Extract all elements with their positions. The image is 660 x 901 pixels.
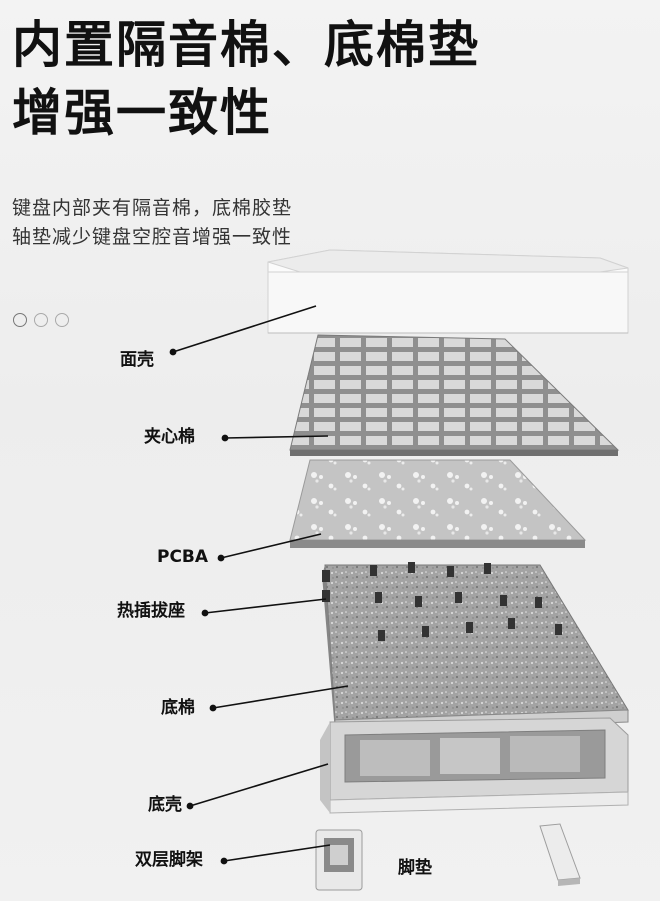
pcba-layer <box>289 459 587 548</box>
top-case-layer <box>267 249 629 334</box>
carousel-indicator <box>13 313 69 327</box>
carousel-dot-3[interactable] <box>55 313 69 327</box>
leader-lines <box>169 305 349 865</box>
hotswap-sockets <box>322 562 562 641</box>
label-pcba: PCBA <box>157 547 209 567</box>
label-foot-pad: 脚垫 <box>398 858 432 878</box>
label-top-case: 面壳 <box>120 350 154 370</box>
label-dual-stand: 双层脚架 <box>135 850 203 870</box>
carousel-dot-2[interactable] <box>34 313 48 327</box>
dual-stand-part <box>315 829 363 891</box>
bottom-case-layer <box>320 717 629 814</box>
label-sandwich-foam: 夹心棉 <box>144 427 195 447</box>
carousel-dot-1[interactable] <box>13 313 27 327</box>
bottom-foam-layer <box>322 564 629 733</box>
title-line-2: 增强一致性 <box>12 84 272 142</box>
sandwich-foam-layer <box>289 334 620 456</box>
title-line-1: 内置隔音棉、底棉垫 <box>12 16 480 74</box>
subtitle-line-2: 轴垫减少键盘空腔音增强一致性 <box>12 226 293 248</box>
label-bottom-case: 底壳 <box>148 795 182 815</box>
subtitle-line-1: 键盘内部夹有隔音棉，底棉胶垫 <box>12 197 293 219</box>
foot-pad-part <box>539 823 581 886</box>
label-bottom-foam: 底棉 <box>161 698 195 718</box>
label-hotswap-socket: 热插拔座 <box>117 601 185 621</box>
